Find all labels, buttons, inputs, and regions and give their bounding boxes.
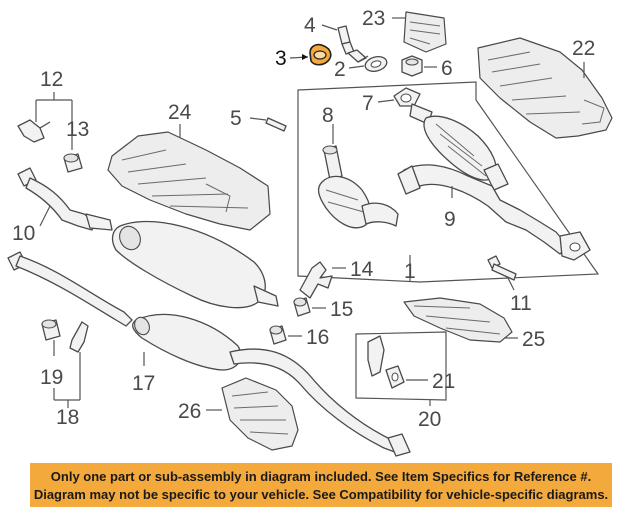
callout-18: 18 — [56, 406, 79, 429]
part-5-stud — [265, 117, 287, 132]
part-18-insulator-group — [41, 319, 89, 408]
callout-26: 26 — [178, 400, 201, 423]
callout-22: 22 — [572, 37, 595, 60]
part-3-gasket-highlighted — [309, 43, 332, 66]
part-13-insulator — [63, 153, 83, 173]
callout-10: 10 — [12, 222, 35, 245]
leader-11 — [507, 277, 515, 291]
part-11-bolt — [487, 255, 517, 281]
disclaimer-line-1: Only one part or sub-assembly in diagram… — [50, 469, 592, 484]
callout-12: 12 — [40, 68, 63, 91]
callout-23: 23 — [362, 7, 385, 30]
part-7-flange-gasket — [393, 87, 421, 107]
callout-5: 5 — [230, 107, 242, 130]
leader-5 — [249, 117, 267, 121]
callout-3: 3 — [275, 47, 287, 70]
disclaimer-line-2: Diagram may not be specific to your vehi… — [33, 487, 609, 502]
callout-7: 7 — [362, 92, 374, 115]
callout-25: 25 — [522, 328, 545, 351]
callout-4: 4 — [304, 14, 316, 37]
part-4-oxygen-sensor — [337, 25, 369, 63]
diagram-canvas: 4 23 3 2 6 22 5 2 — [7, 7, 613, 457]
callout-6: 6 — [441, 57, 453, 80]
part-15-insulator — [293, 297, 311, 317]
callout-2: 2 — [334, 58, 346, 81]
leader-4 — [321, 24, 338, 31]
part-2-gasket — [364, 56, 388, 72]
part-17-muffler-pipe — [7, 220, 411, 457]
callout-19: 19 — [40, 366, 63, 389]
part-10-front-pipe — [17, 167, 113, 231]
part-26-heat-shield — [221, 377, 299, 451]
callout-20: 20 — [418, 408, 441, 431]
part-6-nut — [401, 55, 423, 77]
assembly-1-outline — [297, 81, 600, 283]
part-16-insulator — [269, 325, 287, 345]
part-22-heat-shield — [477, 37, 613, 139]
part-14-bracket — [299, 261, 333, 299]
callout-1: 1 — [404, 260, 416, 283]
leader-3-arrow — [302, 54, 308, 60]
disclaimer-banner: Only one part or sub-assembly in diagram… — [30, 463, 612, 507]
leader-7 — [377, 99, 395, 103]
callout-17: 17 — [132, 372, 155, 395]
callout-21: 21 — [432, 370, 455, 393]
callout-9: 9 — [444, 208, 456, 231]
leader-10 — [39, 205, 51, 227]
part-20-hanger-group — [355, 331, 447, 406]
leader-2 — [348, 65, 365, 69]
callout-14: 14 — [350, 258, 374, 281]
callout-24: 24 — [168, 101, 192, 124]
part-8-front-converter — [317, 145, 399, 229]
callout-8: 8 — [322, 104, 334, 127]
part-25-heat-shield — [403, 297, 513, 343]
callout-11: 11 — [510, 292, 532, 315]
part-12-bracket-group — [17, 92, 73, 150]
callout-16: 16 — [306, 326, 329, 349]
callout-13: 13 — [66, 118, 89, 141]
part-9-catalytic-converter — [397, 103, 591, 261]
part-24-heat-shield — [107, 131, 271, 231]
callout-15: 15 — [330, 298, 353, 321]
part-23-heat-shield — [403, 11, 447, 53]
